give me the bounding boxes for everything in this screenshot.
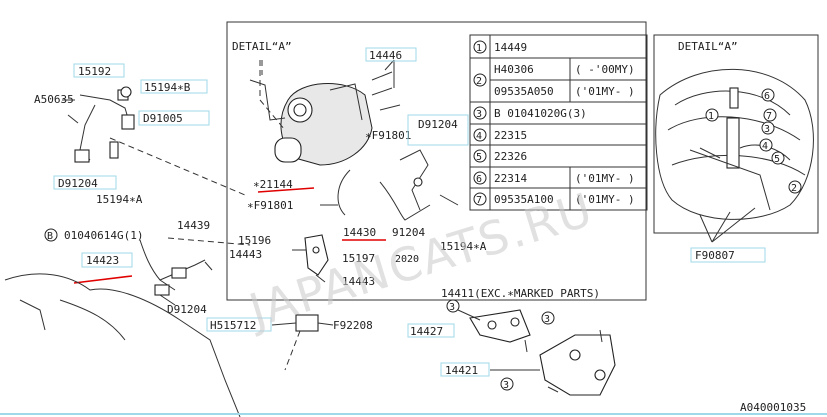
part-14446[interactable]: 14446 — [369, 49, 402, 62]
part-A50635[interactable]: A50635 — [34, 93, 74, 106]
table-num-1: 1 — [476, 43, 482, 54]
red-underline-14423 — [73, 275, 133, 284]
inset-callout-2: 2 — [791, 183, 797, 194]
part-14443a[interactable]: 14443 — [229, 248, 262, 261]
table-part-7: 09535A100 — [494, 193, 554, 206]
inset-callout-6: 6 — [764, 91, 770, 102]
part-01040614[interactable]: 01040614G(1) — [64, 229, 143, 242]
table-part-4: 22315 — [494, 129, 527, 142]
inset-callout-3: 3 — [764, 124, 770, 135]
part-14443b[interactable]: 14443 — [342, 275, 375, 288]
parts-table: 1 14449 2 H40306 ( -'00MY) 09535A050 ('0… — [469, 34, 648, 211]
part-21144[interactable]: ∗21144 — [253, 178, 293, 191]
part-14411[interactable]: 14411(EXC.∗MARKED PARTS) — [441, 287, 600, 300]
table-note-6: ('01MY- ) — [575, 172, 635, 185]
table-num-2: 2 — [476, 76, 482, 87]
inset-callout-7: 7 — [766, 111, 772, 122]
part-F91801b[interactable]: ∗F91801 — [247, 199, 293, 212]
table-note-7: ('01MY- ) — [575, 193, 635, 206]
table-part-2b: 09535A050 — [494, 85, 554, 98]
part-D91204c[interactable]: D91204 — [418, 118, 458, 131]
dashed-leader-2 — [167, 237, 251, 246]
diagram-ref-number: A040001035 — [740, 401, 806, 414]
table-note-2b: ('01MY- ) — [575, 85, 635, 98]
part-91204[interactable]: 91204 — [392, 226, 425, 239]
engine-block-outline — [4, 273, 241, 417]
table-part-6: 22314 — [494, 172, 527, 185]
part-14423[interactable]: 14423 — [86, 254, 119, 267]
table-num-4: 4 — [476, 131, 482, 142]
table-part-1: 14449 — [494, 41, 527, 54]
table-part-2a: H40306 — [494, 63, 534, 76]
detail-inset-label: DETAIL“A” — [678, 40, 738, 53]
inset-callout-5: 5 — [774, 154, 780, 165]
callout-3a: 3 — [449, 302, 455, 313]
part-15194a[interactable]: 15194∗A — [96, 193, 143, 206]
watermark-year: 2020 — [395, 254, 419, 265]
part-14430[interactable]: 14430 — [343, 226, 376, 239]
bracket-14427 — [457, 309, 531, 353]
part-F92208[interactable]: F92208 — [333, 319, 373, 332]
table-part-3: B 01041020G(3) — [494, 107, 587, 120]
part-D91204b[interactable]: D91204 — [167, 303, 207, 316]
table-num-6: 6 — [476, 174, 482, 185]
dashed-leader-3 — [259, 60, 286, 131]
part-14439[interactable]: 14439 — [177, 219, 210, 232]
table-note-2a: ( -'00MY) — [575, 63, 635, 76]
dashed-leader-1 — [109, 137, 246, 196]
part-15197[interactable]: 15197 — [342, 252, 375, 265]
part-F91801a[interactable]: ∗F91801 — [365, 129, 411, 142]
callout-b: B — [47, 231, 53, 242]
part-15194a2[interactable]: 15194∗A — [440, 240, 487, 253]
callout-3c: 3 — [503, 380, 509, 391]
turbo-oil-feed-left — [62, 86, 135, 163]
table-num-7: 7 — [476, 195, 482, 206]
part-H515712[interactable]: H515712 — [210, 319, 256, 332]
part-14427[interactable]: 14427 — [410, 325, 443, 338]
part-15196[interactable]: 15196 — [238, 234, 271, 247]
bolts-14446 — [371, 59, 401, 111]
part-D91005[interactable]: D91005 — [143, 112, 183, 125]
detail-frame — [226, 21, 647, 301]
inset-callout-4: 4 — [762, 141, 768, 152]
part-14421[interactable]: 14421 — [445, 364, 478, 377]
part-F90807[interactable]: F90807 — [695, 249, 735, 262]
table-part-5: 22326 — [494, 150, 527, 163]
red-underline-21144 — [257, 187, 315, 193]
turbocharger — [249, 60, 373, 166]
table-num-3: 3 — [476, 109, 482, 120]
oil-return-hose — [139, 239, 213, 306]
table-num-5: 5 — [476, 152, 482, 163]
detail-a-label: DETAIL“A” — [232, 40, 292, 53]
bracket-14421 — [490, 329, 616, 396]
detail-inset: DETAIL“A” 1 2 3 4 5 6 7 — [653, 34, 819, 243]
part-15194b[interactable]: 15194∗B — [144, 81, 191, 94]
callout-3b: 3 — [544, 314, 550, 325]
part-15192[interactable]: 15192 — [78, 65, 111, 78]
part-D91204a[interactable]: D91204 — [58, 177, 98, 190]
inset-callout-1: 1 — [708, 111, 714, 122]
